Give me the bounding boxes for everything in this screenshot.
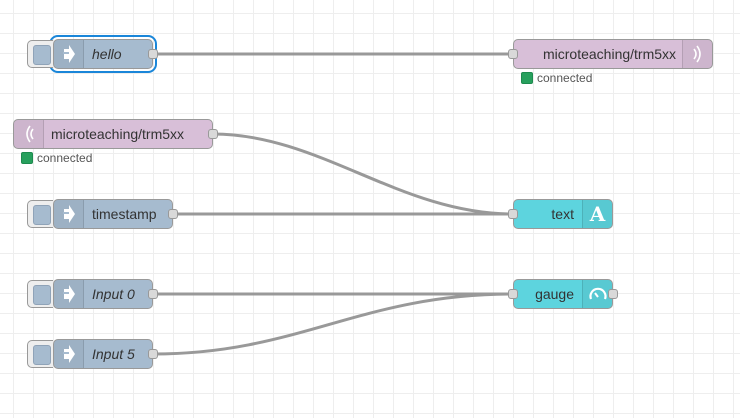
mqtt-in-node[interactable]: microteaching/trm5xx [13, 119, 218, 149]
output-port[interactable] [208, 129, 218, 139]
inject-node-input-0[interactable]: Input 0 [27, 279, 158, 309]
node-label: text [551, 206, 574, 222]
ui-text-node[interactable]: text A [508, 199, 613, 229]
input-port[interactable] [508, 289, 518, 299]
mqtt-bridge-icon [14, 120, 44, 148]
inject-button-input-0[interactable] [27, 280, 53, 308]
status-text: connected [37, 151, 93, 165]
node-label: hello [92, 46, 122, 62]
inject-arrow-icon [54, 40, 84, 68]
status-dot [521, 72, 533, 84]
inject-arrow-icon [54, 280, 84, 308]
inject-button-face[interactable] [33, 45, 51, 65]
inject-button-face[interactable] [33, 285, 51, 305]
node-label: microteaching/trm5xx [51, 126, 185, 142]
node-label: Input 0 [92, 286, 135, 302]
status-text: connected [537, 71, 593, 85]
node-label: timestamp [92, 206, 157, 222]
output-port[interactable] [168, 209, 178, 219]
status-mqtt-in: connected [21, 151, 92, 165]
output-port[interactable] [148, 289, 158, 299]
node-label: microteaching/trm5xx [543, 46, 677, 62]
font-icon: A [582, 200, 612, 228]
ui-gauge-node[interactable]: gauge [508, 279, 618, 309]
mqtt-bridge-icon [682, 40, 712, 68]
inject-arrow-icon [54, 340, 84, 368]
inject-node-timestamp[interactable]: timestamp [27, 199, 178, 229]
node-label: Input 5 [92, 346, 135, 362]
status-mqtt-out: connected [521, 71, 592, 85]
inject-button-face[interactable] [33, 205, 51, 225]
input-port[interactable] [508, 49, 518, 59]
output-port[interactable] [608, 289, 618, 299]
inject-button-face[interactable] [33, 345, 51, 365]
inject-button-input-5[interactable] [27, 340, 53, 368]
output-port[interactable] [148, 49, 158, 59]
wire-mqtt-in-to-text[interactable] [212, 132, 514, 216]
inject-button-hello[interactable] [27, 40, 53, 68]
inject-button-timestamp[interactable] [27, 200, 53, 228]
wire-input5-to-gauge[interactable] [152, 292, 514, 356]
inject-node-hello[interactable]: hello [27, 35, 158, 73]
node-label: gauge [535, 286, 574, 302]
mqtt-out-node[interactable]: microteaching/trm5xx [508, 39, 713, 69]
inject-arrow-icon [54, 200, 84, 228]
output-port[interactable] [148, 349, 158, 359]
gauge-icon [582, 280, 612, 308]
inject-node-input-5[interactable]: Input 5 [27, 339, 158, 369]
status-dot [21, 152, 33, 164]
input-port[interactable] [508, 209, 518, 219]
